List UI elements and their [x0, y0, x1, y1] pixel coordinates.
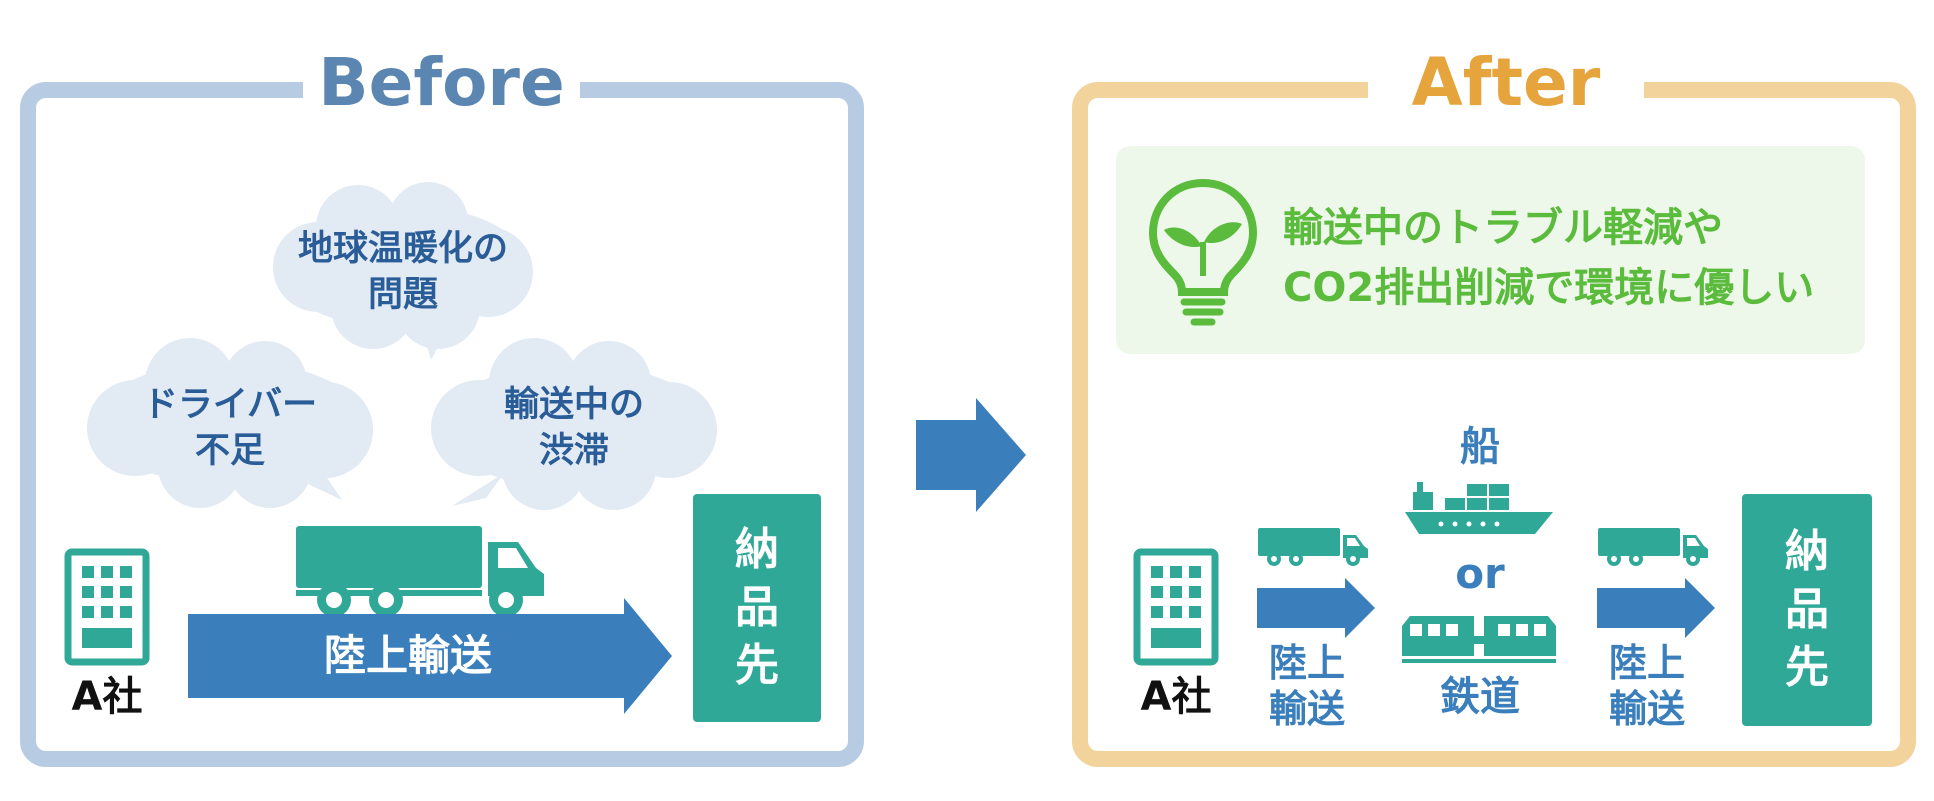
after-destination-box: 納 品 先	[1742, 494, 1872, 726]
destination-char: 先	[1785, 642, 1829, 693]
destination-char: 先	[735, 640, 779, 691]
land-transport-arrow	[188, 598, 672, 714]
before-origin-label: A社	[71, 674, 143, 720]
truck-icon	[296, 526, 544, 617]
cloud-text-traffic-jam: 輸送中の 渋滞	[503, 385, 644, 471]
right-arrow-icon	[1257, 578, 1375, 638]
after-title: After	[1368, 38, 1644, 128]
ship-label: 船	[1460, 424, 1500, 470]
building-icon	[1133, 548, 1219, 666]
truck-icon	[1598, 528, 1708, 566]
light-bulb-icon	[1148, 178, 1258, 326]
before-destination-box: 納 品 先	[693, 494, 821, 722]
or-label: or	[1455, 549, 1505, 598]
cloud-global-warming	[273, 182, 533, 360]
land-transport-label-2: 陸上 輸送	[1608, 641, 1685, 731]
right-arrow-icon	[916, 398, 1026, 512]
truck-icon	[1258, 528, 1368, 566]
building-icon	[64, 548, 150, 666]
cloud-traffic-jam	[431, 338, 717, 510]
cloud-text-global-warming: 地球温暖化の 問題	[297, 229, 508, 315]
rail-label: 鉄道	[1440, 674, 1520, 720]
after-origin-label: A社	[1140, 674, 1212, 720]
right-arrow-icon	[1597, 578, 1715, 638]
land-transport-label-1: 陸上 輸送	[1268, 641, 1345, 731]
destination-char: 納	[735, 524, 779, 575]
before-title: Before	[303, 38, 580, 128]
benefit-box	[1116, 146, 1865, 354]
before-transport-label: 陸上輸送	[323, 631, 492, 680]
destination-char: 品	[1785, 584, 1829, 635]
train-icon	[1402, 616, 1556, 663]
destination-char: 納	[1785, 526, 1829, 577]
ship-icon	[1405, 482, 1553, 534]
destination-char: 品	[735, 582, 779, 633]
cloud-text-driver-shortage: ドライバー 不足	[142, 385, 318, 471]
benefit-line-1: 輸送中のトラブル軽減や	[1283, 205, 1723, 251]
cloud-driver-shortage	[87, 338, 373, 508]
benefit-line-2: CO2排出削減で環境に優しい	[1283, 265, 1815, 311]
